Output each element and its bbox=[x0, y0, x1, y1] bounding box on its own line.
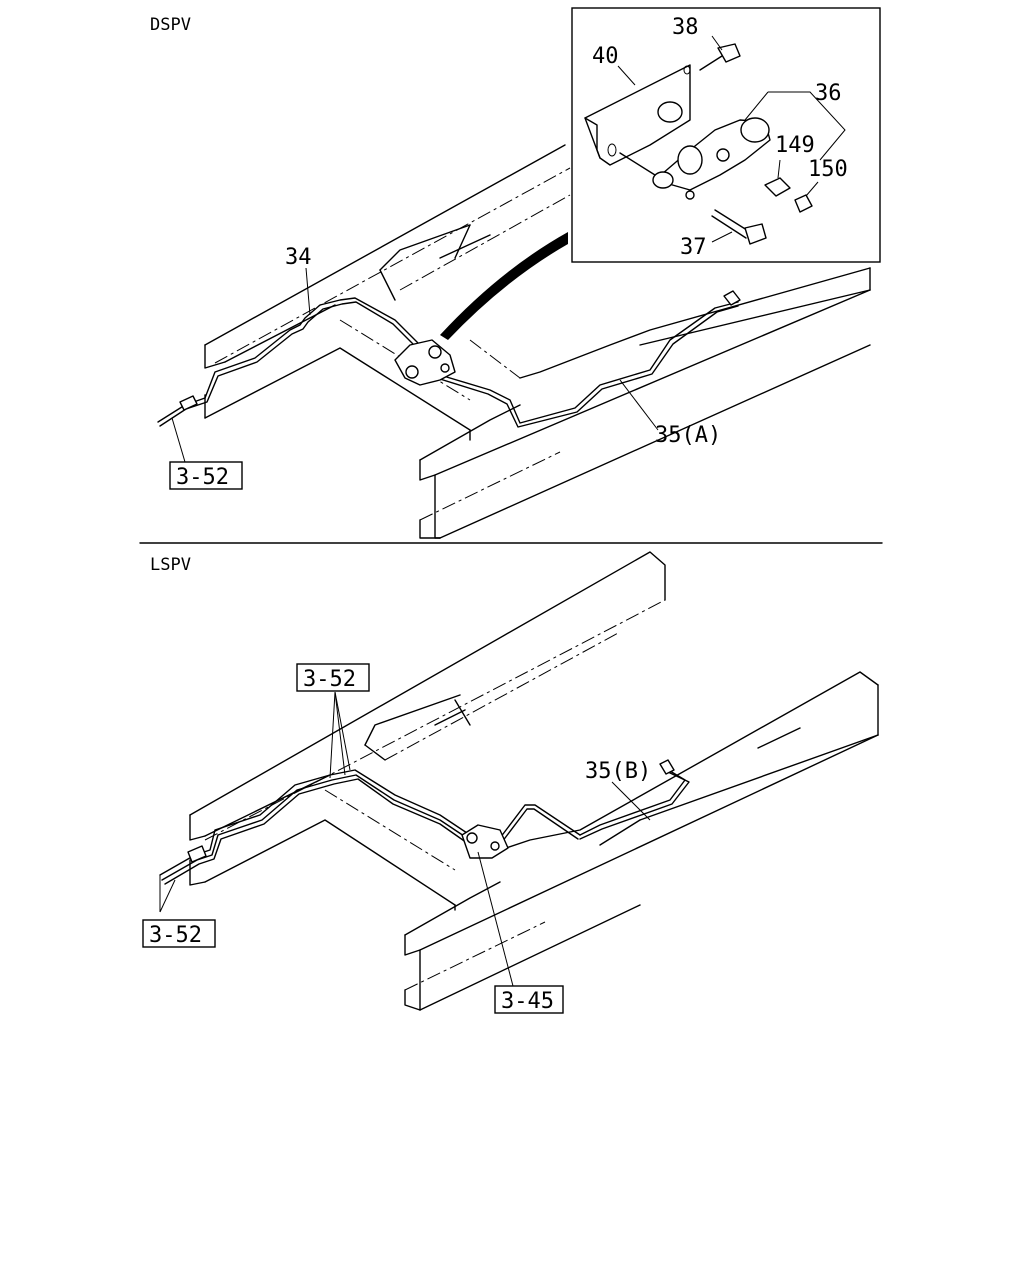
leader-3-52-upper-c bbox=[334, 691, 351, 771]
ref-3-52-left[interactable]: 3-52 bbox=[149, 923, 202, 948]
pipe-connector-lspv-left bbox=[187, 845, 207, 863]
brake-pipe-35a bbox=[439, 290, 741, 428]
proportioning-valve-frame bbox=[394, 339, 456, 386]
leader-3-52-top bbox=[171, 417, 186, 463]
callout-34: 34 bbox=[285, 245, 312, 270]
leader-3-52-left-b bbox=[159, 879, 176, 913]
leader-3-52-upper-a bbox=[329, 691, 336, 779]
leader-34 bbox=[305, 267, 311, 316]
frame-rails-lspv bbox=[189, 551, 879, 1011]
load-sensing-valve-frame bbox=[461, 824, 509, 859]
ref-box-3-52-upper[interactable] bbox=[296, 663, 370, 692]
detail-inset bbox=[571, 7, 881, 263]
detail-leader-wedge bbox=[440, 232, 568, 340]
callout-40: 40 bbox=[592, 44, 619, 69]
ref-3-45[interactable]: 3-45 bbox=[501, 989, 554, 1014]
section-title-lspv: LSPV bbox=[150, 555, 191, 575]
callout-38: 38 bbox=[672, 15, 699, 40]
ref-box-3-45[interactable] bbox=[494, 985, 564, 1014]
pipe-fitting-lspv-right bbox=[659, 759, 675, 775]
leader-35a bbox=[619, 379, 659, 431]
callout-149: 149 bbox=[775, 133, 815, 158]
callout-36: 36 bbox=[815, 81, 842, 106]
brake-pipes-lspv bbox=[159, 759, 690, 885]
brake-pipe-34 bbox=[157, 297, 421, 427]
ref-box-3-52-left[interactable] bbox=[142, 919, 216, 948]
callout-150: 150 bbox=[808, 157, 848, 182]
leader-3-45 bbox=[477, 851, 514, 987]
callout-37: 37 bbox=[680, 235, 707, 260]
callout-35b: 35(B) bbox=[585, 759, 651, 784]
ref-3-52-upper[interactable]: 3-52 bbox=[303, 667, 356, 692]
pipe-fitting-right bbox=[723, 290, 741, 306]
ref-box-3-52-top[interactable] bbox=[169, 461, 243, 490]
leader-3-52-upper-b bbox=[334, 691, 346, 776]
ref-3-52-top[interactable]: 3-52 bbox=[176, 465, 229, 490]
pipe-connector-left bbox=[179, 395, 198, 411]
leader-35b bbox=[611, 781, 651, 821]
section-title-dspv: DSPV bbox=[150, 15, 191, 35]
frame-rails-dspv bbox=[204, 144, 871, 539]
callout-35a: 35(A) bbox=[655, 423, 721, 448]
